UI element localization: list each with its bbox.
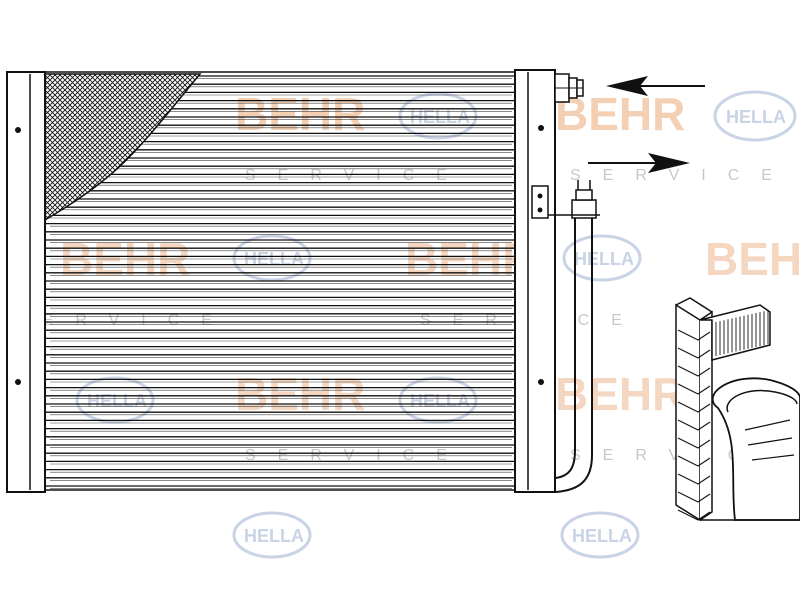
tube-rib bbox=[677, 347, 711, 359]
watermark-layer: BEHR BEHR BEHR BEHR BEHR BEHR BEHR SERVI… bbox=[10, 88, 800, 559]
svg-text:HELLA: HELLA bbox=[574, 249, 634, 269]
watermark-hella-logo: HELLA bbox=[75, 376, 155, 424]
mounting-bolt bbox=[15, 379, 21, 385]
fin-tube-detail-inset bbox=[675, 297, 800, 522]
watermark-service: SERVICE bbox=[570, 447, 794, 464]
tube-rib bbox=[677, 509, 711, 521]
svg-text:HELLA: HELLA bbox=[244, 526, 304, 546]
watermark-hella-logo: HELLA bbox=[560, 511, 640, 559]
watermark-hella-logo: HELLA bbox=[562, 234, 642, 282]
mounting-bolt bbox=[538, 125, 544, 131]
watermark-hella-logo: HELLA bbox=[713, 90, 797, 142]
tube-rib bbox=[677, 473, 711, 485]
tube-rib bbox=[677, 401, 711, 413]
watermark-behr: BEHR bbox=[235, 368, 365, 420]
core-mesh-detail bbox=[44, 73, 202, 222]
svg-text:HELLA: HELLA bbox=[726, 107, 786, 127]
watermark-hella-logo: HELLA bbox=[398, 376, 478, 424]
tube-rib bbox=[677, 365, 711, 377]
watermark-behr: BEHR bbox=[555, 368, 685, 420]
tube-rib bbox=[677, 491, 711, 503]
watermark-hella-logo: HELLA bbox=[232, 511, 312, 559]
svg-text:HELLA: HELLA bbox=[87, 391, 147, 411]
arrow-left-icon bbox=[606, 76, 705, 96]
watermark-service: SERVICE bbox=[245, 167, 469, 184]
tube-rib bbox=[677, 437, 711, 449]
condenser-core-fins bbox=[45, 75, 515, 489]
tube-rib bbox=[677, 455, 711, 467]
watermark-service: SERVICE bbox=[570, 167, 794, 184]
tube-rib bbox=[677, 419, 711, 431]
svg-text:HELLA: HELLA bbox=[410, 391, 470, 411]
watermark-behr: BEHR bbox=[705, 233, 800, 285]
right-header-tank bbox=[514, 69, 556, 493]
inlet-fitting bbox=[554, 73, 584, 103]
arrow-right-icon bbox=[588, 153, 690, 173]
mounting-bolt bbox=[15, 127, 21, 133]
tube-rib bbox=[677, 329, 711, 341]
outlet-pipe bbox=[548, 180, 600, 493]
svg-text:HELLA: HELLA bbox=[572, 526, 632, 546]
tube-rib bbox=[677, 383, 711, 395]
left-header-tank bbox=[6, 71, 46, 493]
watermark-behr: BEHR bbox=[235, 88, 365, 140]
mounting-bolt bbox=[538, 379, 544, 385]
